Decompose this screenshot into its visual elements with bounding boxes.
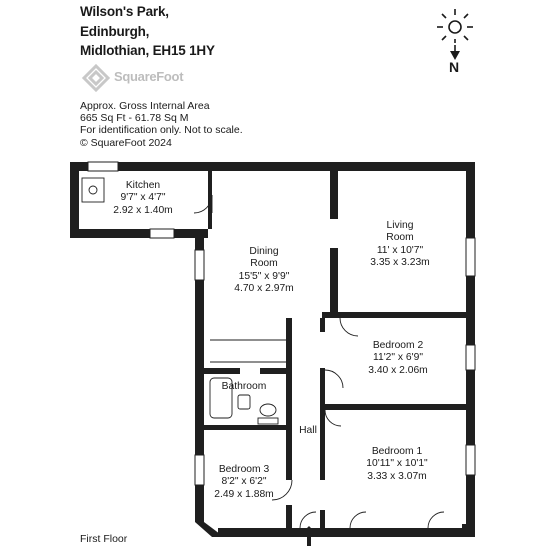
compass-sun-arrow-icon (437, 9, 473, 60)
squarefoot-logo-icon (81, 64, 111, 92)
room-label-bedroom-3: Bedroom 3 8'2" x 6'2" 2.49 x 1.88m (214, 464, 274, 500)
room-label-living: Living Room 11' x 10'7" 3.35 x 3.23m (370, 220, 430, 269)
wall-left-lower (195, 229, 204, 522)
address-line-3: Midlothian, EH15 1HY (80, 43, 215, 58)
info-line-1: Approx. Gross Internal Area (80, 100, 210, 112)
floor-label: First Floor (80, 533, 128, 545)
room-label-bedroom-1: Bedroom 1 10'11" x 10'1" 3.33 x 3.07m (366, 446, 428, 482)
wall-chamfer (195, 522, 224, 537)
room-label-dining: Dining Room 15'5" x 9'9" 4.70 x 2.97m (234, 246, 294, 295)
wall-kitchen-bottom (70, 229, 208, 238)
address-line-1: Wilson's Park, (80, 4, 169, 19)
wall-top (70, 162, 475, 171)
compass-north-label: N (449, 59, 460, 75)
room-label-bedroom-2: Bedroom 2 11'2" x 6'9" 3.40 x 2.06m (368, 340, 428, 376)
wall-kitchen-left (70, 162, 79, 238)
logo-text: SquareFoot (114, 69, 184, 84)
info-line-2: 665 Sq Ft - 61.78 Sq M (80, 112, 189, 124)
info-line-4: © SquareFoot 2024 (80, 137, 172, 149)
info-line-3: For identification only. Not to scale. (80, 124, 243, 136)
wall-bottom (218, 528, 475, 537)
entrance-arrow-icon (302, 526, 316, 546)
room-label-hall: Hall (299, 425, 317, 436)
room-label-kitchen: Kitchen 9'7" x 4'7" 2.92 x 1.40m (113, 180, 173, 216)
room-label-bathroom: Bathroom (221, 381, 267, 392)
address-line-2: Edinburgh, (80, 24, 150, 39)
